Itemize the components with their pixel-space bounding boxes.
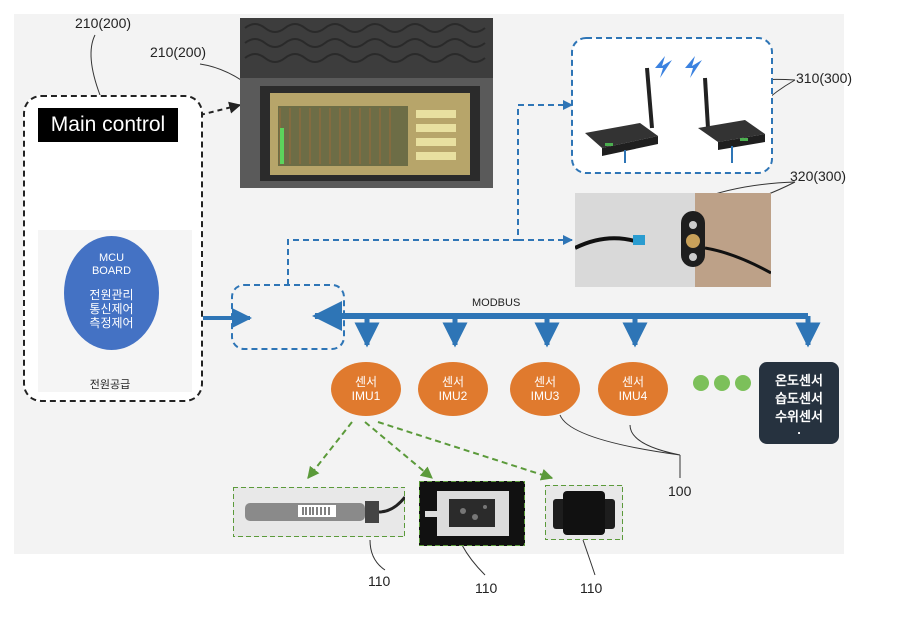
environment-sensors-box: 온도센서 습도센서 수위센서 . <box>759 362 839 444</box>
sensor-label: 센서 <box>354 375 378 389</box>
ref-label-320: 320(300) <box>790 168 847 184</box>
sensor-id: IMU3 <box>530 389 560 403</box>
main-control-title: Main control <box>38 108 178 142</box>
wireless-modules-image <box>585 56 765 163</box>
more-sensors-ellipsis <box>693 375 753 395</box>
ref-label-110-b: 110 <box>475 580 498 596</box>
sensor-id: IMU4 <box>618 389 648 403</box>
sensor-imu2: 센서 IMU2 <box>418 362 488 416</box>
sensor-imu1: 센서 IMU1 <box>331 362 401 416</box>
water-level-sensor-label: 수위센서 <box>775 409 823 424</box>
ref-label-100: 100 <box>668 483 692 499</box>
signal-icon <box>685 56 702 78</box>
humidity-sensor-label: 습도센서 <box>775 391 823 406</box>
mcu-board: MCU BOARD 전원관리 통신제어 측정제어 <box>64 236 159 350</box>
modbus-label: MODBUS <box>472 297 521 309</box>
probe-sensor-photo <box>233 487 405 537</box>
ellipsis-dot <box>693 375 709 391</box>
ref-label-210-display: 210(200) <box>150 44 207 60</box>
sensor-id: IMU2 <box>438 389 468 403</box>
sensor-imu4: 센서 IMU4 <box>598 362 668 416</box>
ref-label-210-main: 210(200) <box>75 15 132 31</box>
sensor-label: 센서 <box>441 375 465 389</box>
sensor-id: IMU1 <box>351 389 381 403</box>
ref-label-310: 310(300) <box>796 70 853 86</box>
temperature-sensor-label: 온도센서 <box>775 373 823 388</box>
more-sensors-label: . <box>797 422 801 437</box>
sensor-imu3: 센서 IMU3 <box>510 362 580 416</box>
ref-label-110-c: 110 <box>580 580 603 596</box>
mcu-label: MCU <box>98 252 125 264</box>
tablet-display-photo <box>240 18 493 188</box>
box-sensor-photo <box>545 485 623 540</box>
power-supply-label: 전원공급 <box>89 379 131 391</box>
signal-icon <box>655 56 672 78</box>
ellipsis-dot <box>735 375 751 391</box>
sensor-label: 센서 <box>533 375 557 389</box>
mcu-functions: 전원관리 통신제어 측정제어 <box>89 288 134 330</box>
ellipsis-dot <box>714 375 730 391</box>
sensor-label: 센서 <box>621 375 645 389</box>
ref-label-110-a: 110 <box>368 573 391 589</box>
board-sensor-photo <box>419 481 525 546</box>
tag-sensor-photo <box>575 193 771 287</box>
board-label: BOARD <box>91 265 132 277</box>
